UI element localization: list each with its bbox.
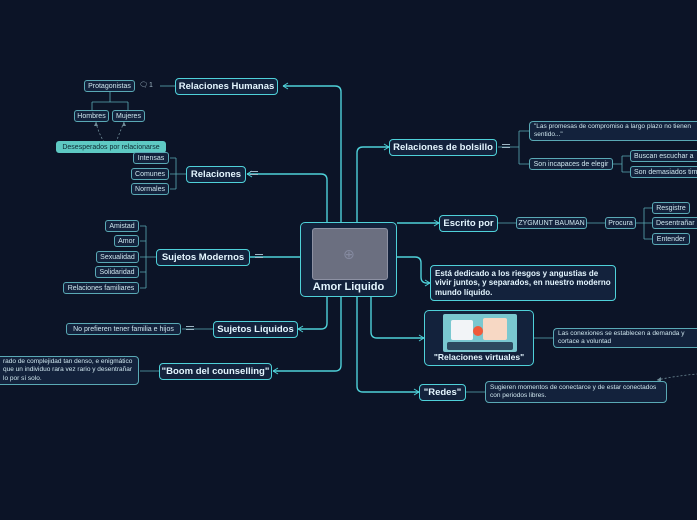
node-entender[interactable]: Entender bbox=[652, 233, 690, 245]
node-relaciones-virtuales[interactable]: "Relaciones virtuales" bbox=[424, 310, 534, 366]
node-relaciones[interactable]: Relaciones bbox=[186, 166, 246, 183]
node-conexiones[interactable]: Las conexiones se establecen a demanda y… bbox=[553, 328, 697, 348]
node-author[interactable]: ZYGMUNT BAUMAN bbox=[516, 217, 587, 229]
node-normales[interactable]: Normales bbox=[131, 183, 169, 195]
link-relaciones bbox=[247, 173, 328, 222]
node-redes[interactable]: "Redes" bbox=[419, 384, 466, 401]
node-buscan[interactable]: Buscan escuchar a bbox=[630, 150, 697, 162]
image-placeholder: ⊕ bbox=[312, 228, 388, 280]
node-desentranar[interactable]: Desentrañar bbox=[652, 217, 697, 229]
node-boom-counselling[interactable]: "Boom del counselling" bbox=[159, 363, 272, 380]
notes-icon[interactable] bbox=[186, 326, 194, 333]
central-topic[interactable]: ⊕ Amor Liquido bbox=[300, 222, 397, 297]
link-sujetos-liquidos bbox=[298, 297, 328, 330]
notes-icon[interactable] bbox=[255, 254, 263, 261]
node-solidaridad[interactable]: Solidaridad bbox=[95, 266, 139, 278]
image-placeholder-icon: ⊕ bbox=[343, 246, 355, 262]
node-dedicado[interactable]: Está dedicado a los riesgos y angustias … bbox=[430, 265, 616, 301]
node-procura[interactable]: Procura bbox=[605, 217, 636, 229]
node-sujetos-liquidos[interactable]: Sujetos Liquidos bbox=[213, 321, 298, 338]
node-sugieren[interactable]: Sugieren momentos de conectarce y de est… bbox=[485, 381, 667, 403]
node-no-prefieren[interactable]: No prefieren tener familia e hijos bbox=[66, 323, 181, 335]
relaciones-virtuales-label: "Relaciones virtuales" bbox=[433, 352, 525, 362]
node-relaciones-humanas[interactable]: Relaciones Humanas bbox=[175, 78, 278, 95]
central-topic-title: Amor Liquido bbox=[312, 281, 385, 293]
node-escrito-por[interactable]: Escrito por bbox=[439, 215, 498, 232]
relaciones-virtuales-illustration bbox=[443, 314, 517, 352]
link-boom bbox=[273, 297, 342, 372]
node-desesperados[interactable]: Desesperados por relacionarse bbox=[56, 141, 166, 153]
node-protagonistas[interactable]: Protagonistas bbox=[84, 80, 135, 92]
node-promesas[interactable]: "Las promesas de compromiso a largo plaz… bbox=[529, 121, 697, 141]
comment-icon[interactable]: 🗨 bbox=[139, 82, 148, 89]
link-bolsillo bbox=[356, 146, 389, 222]
node-resgistre[interactable]: Resgistre bbox=[652, 202, 690, 214]
link-redes bbox=[356, 297, 419, 393]
node-incapaces[interactable]: Son incapaces de elegir bbox=[529, 158, 613, 170]
notes-icon[interactable] bbox=[250, 171, 258, 178]
node-boom-text[interactable]: rado de complejidad tan denso, e enigmát… bbox=[0, 356, 139, 385]
node-amistad[interactable]: Amistad bbox=[105, 220, 139, 232]
node-mujeres[interactable]: Mujeres bbox=[112, 110, 145, 122]
node-amor[interactable]: Amor bbox=[114, 235, 139, 247]
node-relaciones-bolsillo[interactable]: Relaciones de bolsillo bbox=[389, 139, 497, 156]
node-hombres[interactable]: Hombres bbox=[74, 110, 109, 122]
notes-icon[interactable] bbox=[502, 144, 510, 151]
node-relaciones-familiares[interactable]: Relaciones familiares bbox=[63, 282, 139, 294]
node-comunes[interactable]: Comunes bbox=[131, 168, 169, 180]
node-intensas[interactable]: Intensas bbox=[133, 152, 169, 164]
comment-count: 1 bbox=[149, 82, 153, 89]
relationship-redes bbox=[656, 373, 697, 381]
node-sujetos-modernos[interactable]: Sujetos Modernos bbox=[156, 249, 250, 266]
link-dedicado bbox=[397, 256, 430, 284]
node-sexualidad[interactable]: Sexualidad bbox=[96, 251, 139, 263]
link-virtuales bbox=[370, 297, 424, 339]
node-demasiado[interactable]: Son demasiados tim bbox=[630, 166, 697, 178]
link-relaciones-humanas bbox=[283, 85, 342, 222]
